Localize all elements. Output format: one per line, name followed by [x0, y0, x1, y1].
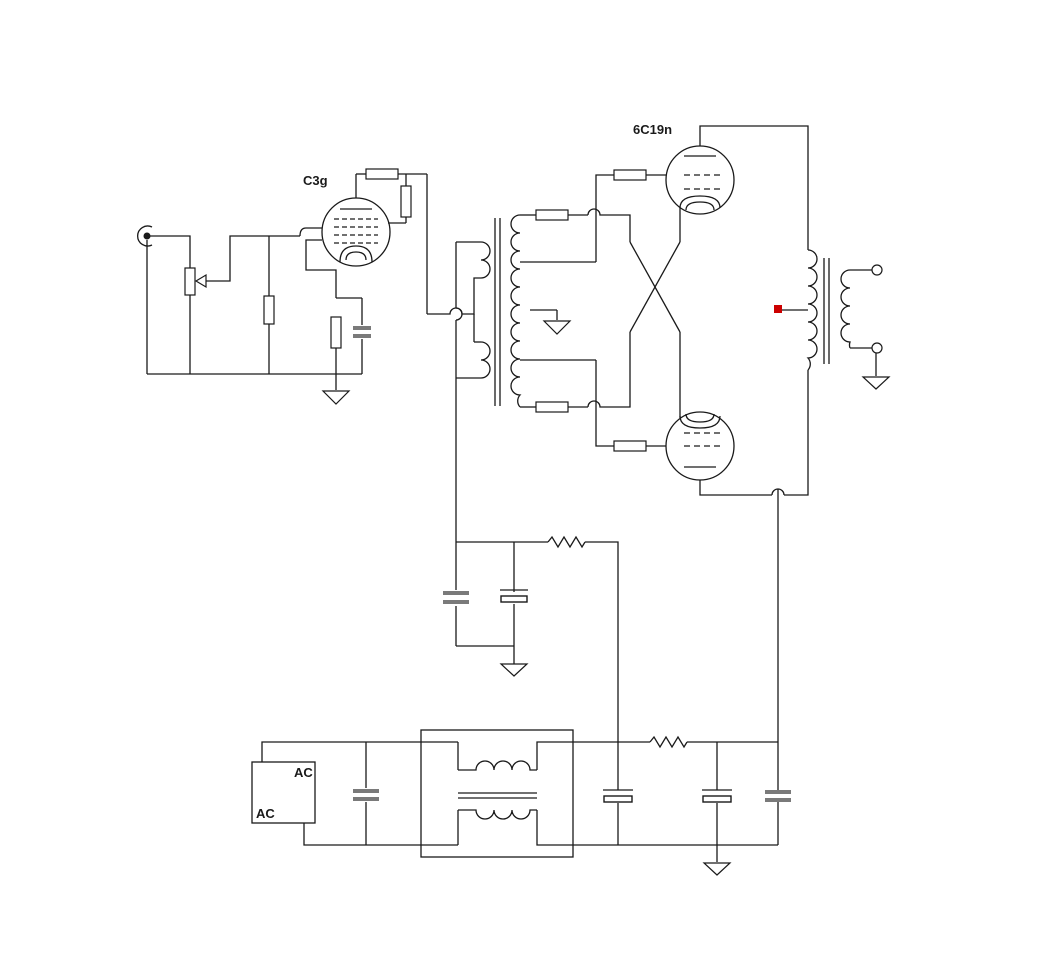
smoothing-capacitor: [702, 789, 732, 803]
interstage-transformer: [427, 214, 522, 542]
grid-resistor: [263, 295, 275, 325]
ground-symbol: [702, 862, 732, 876]
grid-resistor-bottom: [613, 440, 647, 452]
cathode-resistor: [330, 316, 342, 349]
speaker-terminal-top[interactable]: [871, 264, 883, 276]
driver-supply-filter: [455, 535, 619, 742]
bypass-capacitor: [765, 790, 791, 802]
ground-symbol: [542, 320, 572, 335]
input-jack: [136, 225, 153, 247]
mains-capacitor: [353, 789, 379, 801]
input-wiring: [146, 235, 362, 375]
preamp-tube: [321, 197, 391, 267]
reservoir-capacitor: [603, 789, 633, 803]
plate-resistor: [365, 168, 399, 180]
filter-capacitor: [443, 591, 469, 604]
ground-symbol: [321, 390, 351, 405]
ac-label-bottom: AC: [256, 806, 275, 821]
volume-potentiometer: [184, 267, 207, 296]
grid-stopper-resistor-top: [535, 209, 569, 221]
electrolytic-capacitor: [500, 589, 528, 603]
power-tube-label: 6C19n: [633, 122, 672, 137]
preamp-wiring: [299, 173, 428, 390]
speaker-terminal-bottom[interactable]: [871, 342, 883, 354]
power-tube-bottom: [665, 411, 735, 481]
power-tube-top: [665, 145, 735, 215]
grid-resistor-top: [613, 169, 647, 181]
driver-wiring: [520, 174, 681, 447]
output-transformer: [699, 125, 877, 496]
preamp-tube-label: C3g: [303, 173, 328, 188]
screen-resistor: [400, 185, 412, 218]
grid-stopper-resistor-bottom: [535, 401, 569, 413]
center-tap-marker: [774, 305, 782, 313]
power-supply-wiring: [261, 735, 779, 862]
power-transformer: [420, 729, 574, 858]
ground-symbol: [499, 663, 529, 677]
ground-symbol: [861, 376, 891, 390]
ac-source-box: [251, 761, 316, 824]
ac-label-top: AC: [294, 765, 313, 780]
cathode-capacitor: [353, 326, 371, 338]
